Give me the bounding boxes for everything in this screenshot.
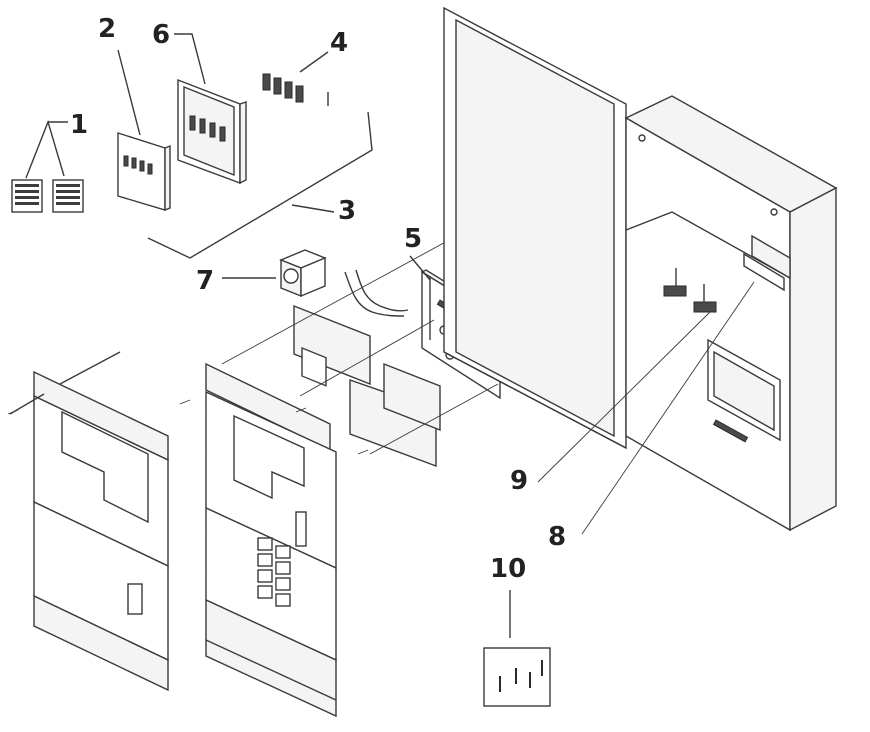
callout-6: 6 xyxy=(152,20,171,50)
part-4-switches xyxy=(262,51,329,106)
callout-7: 7 xyxy=(196,266,215,296)
mounting-plates xyxy=(293,304,441,468)
callout-1: 1 xyxy=(70,110,89,140)
leader-9 xyxy=(537,311,711,483)
callout-5: 5 xyxy=(404,224,423,254)
part-10-screw-kit xyxy=(483,590,551,707)
callout-3: 3 xyxy=(338,196,357,226)
rear-panel-left xyxy=(9,351,169,692)
callout-10: 10 xyxy=(490,554,527,584)
callout-8: 8 xyxy=(548,522,567,552)
callout-9: 9 xyxy=(510,466,529,496)
part-3-group-bracket xyxy=(147,111,373,259)
terminal-blocks xyxy=(663,268,717,313)
enclosure-door xyxy=(443,6,627,450)
callout-4: 4 xyxy=(330,28,349,58)
screws xyxy=(7,399,369,455)
callout-2: 2 xyxy=(98,14,117,44)
wiring-harness xyxy=(344,269,409,317)
leader-8 xyxy=(581,281,755,535)
enclosure-box xyxy=(624,95,838,532)
part-7-cube-module xyxy=(222,249,327,298)
part-6-faceplate xyxy=(174,33,247,185)
part-1-keypad-modules xyxy=(11,119,84,213)
front-panel-center xyxy=(205,362,337,718)
part-2-switch-plate xyxy=(117,49,171,212)
button-grid xyxy=(257,537,291,607)
